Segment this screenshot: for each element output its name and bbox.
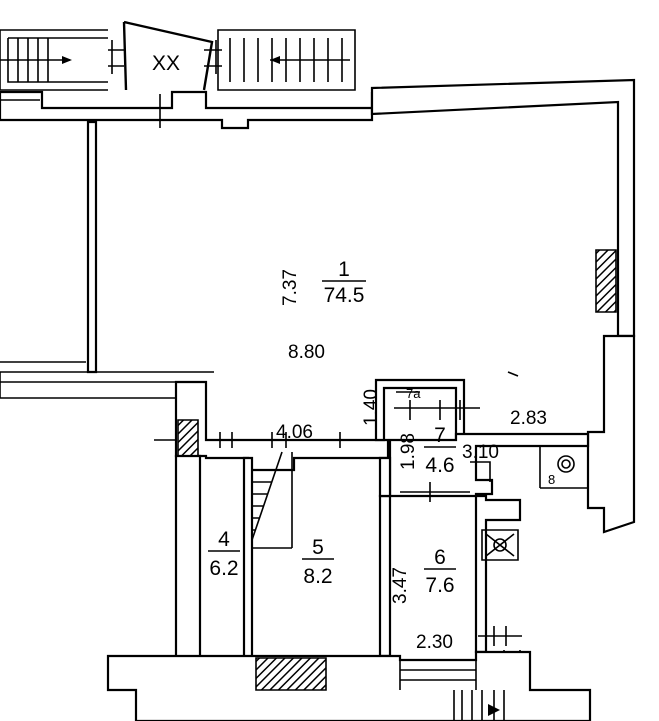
- room-1-label: 1 74.5: [322, 258, 366, 307]
- room-6-right-wall: [474, 494, 522, 654]
- room-7a-number: 7a: [406, 386, 421, 401]
- dim-230: 2.30: [416, 632, 453, 653]
- room-7a-wall: [374, 378, 466, 442]
- top-left-stair: [0, 29, 108, 91]
- room-4-label: 4 6.2: [208, 528, 240, 580]
- right-wall: [370, 78, 636, 338]
- dim-283: 2.83: [510, 408, 547, 429]
- room-6-area: 7.6: [425, 574, 454, 597]
- stair-entrance: [108, 20, 222, 91]
- room-1-number: 1: [338, 258, 350, 281]
- room-1-area: 74.5: [324, 284, 365, 307]
- vent-bottom: [255, 657, 327, 691]
- room-7-label: 7 4.6: [424, 424, 456, 477]
- dim-310: 3.10: [462, 442, 499, 463]
- top-right-stair: [217, 29, 356, 91]
- room-4-left-wall: [174, 454, 202, 662]
- room-7-number: 7: [434, 424, 446, 447]
- room-6-number: 6: [434, 546, 446, 569]
- room-6-wall: [378, 494, 392, 658]
- room-5-number: 5: [312, 536, 324, 559]
- right-wall-lower: [586, 334, 636, 534]
- dim-347: 3.47: [390, 567, 411, 604]
- room-5-label: 5 8.2: [302, 536, 334, 588]
- dim-880: 8.80: [288, 342, 325, 363]
- dim-406: 4.06: [276, 422, 313, 443]
- vent-right: [595, 249, 617, 313]
- dim-140: 1.40: [361, 389, 382, 426]
- room-5-right-wall: [378, 456, 392, 498]
- room-4-area: 6.2: [209, 557, 238, 580]
- room-7-area: 4.6: [425, 454, 454, 477]
- dim-737: 7.37: [280, 269, 301, 306]
- left-wall: [86, 120, 98, 374]
- top-wall: [0, 90, 374, 130]
- room-5-left-wall: [242, 456, 254, 662]
- room-8-number: 8: [548, 472, 555, 487]
- room-5-area: 8.2: [303, 565, 332, 588]
- room-6-label: 6 7.6: [424, 546, 456, 597]
- bottom-wall: [106, 650, 592, 721]
- stair-label: XX: [152, 52, 180, 75]
- room-4-number: 4: [218, 528, 230, 551]
- dim-198: 1.98: [398, 433, 419, 470]
